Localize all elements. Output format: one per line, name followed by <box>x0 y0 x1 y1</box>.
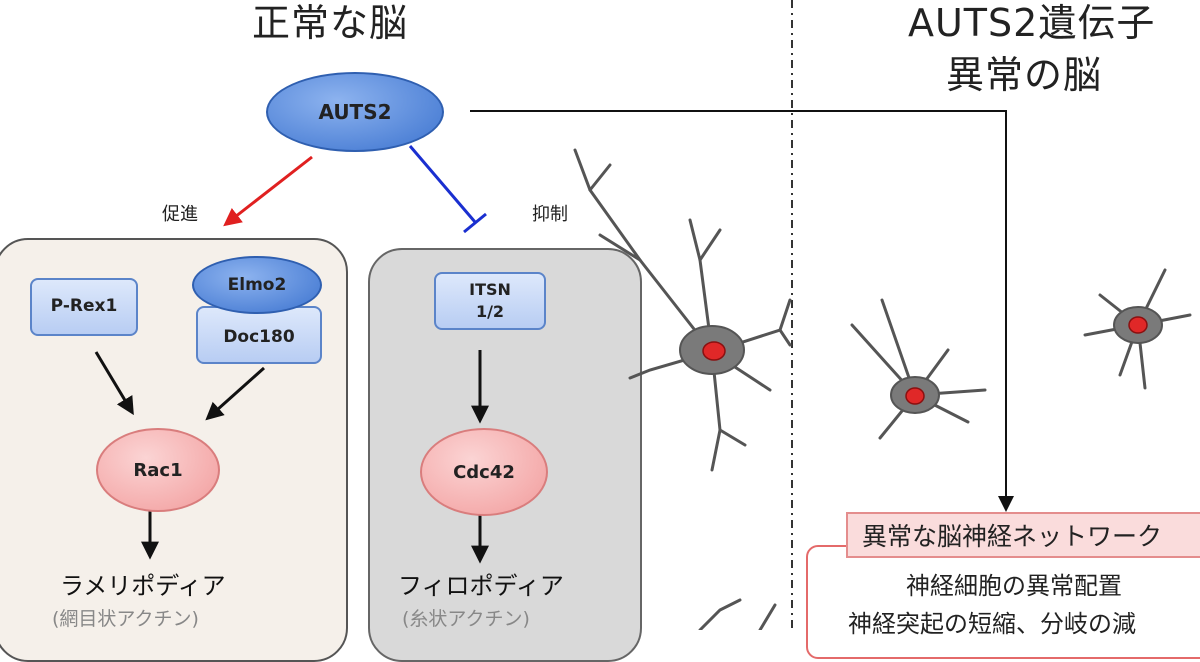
abnormal-neuron-2-nucleus <box>1128 316 1148 334</box>
abnormal-brain-title-line1: AUTS2遺伝子 <box>908 1 1156 45</box>
auts2-to-abnormal-connector <box>470 110 1007 498</box>
prex1-node: P-Rex1 <box>30 278 138 336</box>
filopodia-label: フィロポディア <box>398 572 564 600</box>
abnormal-brain-title-line2: 異常の脳 <box>946 53 1103 97</box>
itsn-label-line2: 1/2 <box>475 302 505 321</box>
rac1-label: Rac1 <box>133 459 183 481</box>
promote-label: 促進 <box>162 204 198 225</box>
elmo2-node: Elmo2 <box>192 256 322 314</box>
rac1-node: Rac1 <box>96 428 220 512</box>
auts2-label: AUTS2 <box>318 100 392 124</box>
prex1-to-rac1-arrow <box>94 351 134 416</box>
prex1-label: P-Rex1 <box>50 296 118 317</box>
filopodia-sublabel: (糸状アクチン) <box>402 608 530 630</box>
diagram-connectors <box>94 0 1192 630</box>
doc180-label: Doc180 <box>223 327 295 348</box>
auts2-to-abnormal-arrowhead <box>998 496 1014 512</box>
auts2-node: AUTS2 <box>266 72 444 152</box>
abnormal-neuron-1-nucleus <box>905 387 925 405</box>
normal-neuron-nucleus <box>702 341 726 361</box>
inhibit-line <box>408 145 477 223</box>
normal-brain-title: 正常な脳 <box>252 1 409 45</box>
promote-arrow <box>223 155 313 227</box>
abnormal-network-box <box>806 545 1200 659</box>
cdc42-label: Cdc42 <box>453 461 515 483</box>
lamellipodia-sublabel: (網目状アクチン) <box>52 608 199 630</box>
itsn-node: ITSN 1/2 <box>434 272 546 330</box>
abnormal-network-line2: 神経突起の短縮、分岐の減 <box>848 610 1136 638</box>
doc180-to-rac1-arrow <box>205 366 265 421</box>
normal-neuron <box>573 148 792 472</box>
inhibit-bar <box>463 212 487 234</box>
elmo2-label: Elmo2 <box>227 275 287 295</box>
inhibit-label: 抑制 <box>532 204 568 225</box>
cdc42-node: Cdc42 <box>420 428 548 516</box>
abnormal-neuron-1 <box>850 298 987 440</box>
lamellipodia-label: ラメリポディア <box>60 572 226 600</box>
doc180-node: Doc180 <box>196 306 322 364</box>
abnormal-network-header: 異常な脳神経ネットワーク <box>846 512 1200 558</box>
partial-neuron-bottom <box>698 598 777 630</box>
itsn-label-line1: ITSN <box>469 279 511 299</box>
abnormal-network-line1: 神経細胞の異常配置 <box>906 572 1122 600</box>
